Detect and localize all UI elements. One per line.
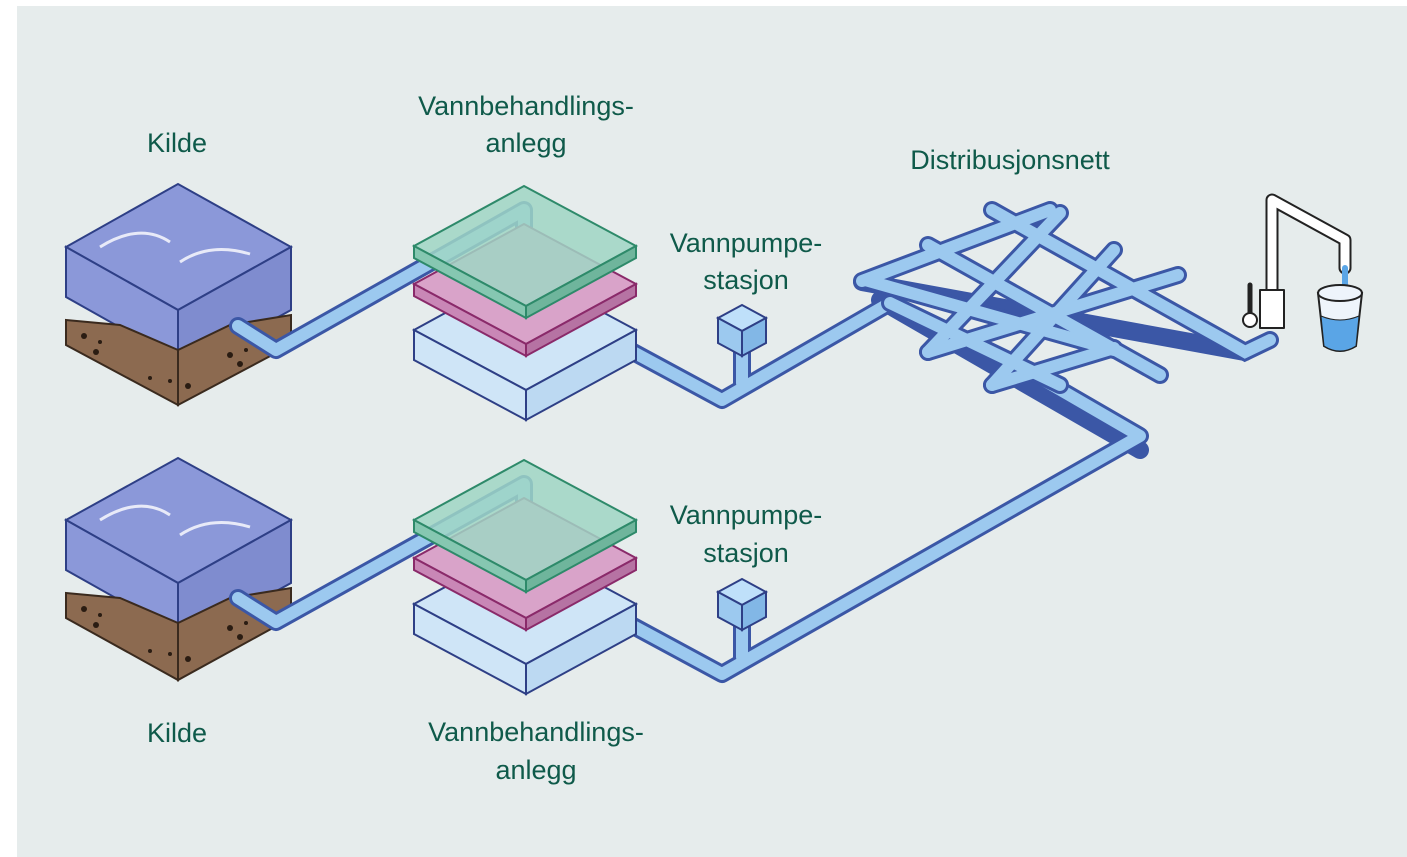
treatment-plant-icon	[411, 458, 639, 696]
pump-label-top-line2: stasjon	[703, 265, 789, 295]
treatment-label-bottom-line1: Vannbehandlings-	[428, 717, 644, 747]
treatment-label-top-line2: anlegg	[485, 128, 567, 158]
diagram-background	[17, 6, 1407, 857]
treatment-label-top-line1: Vannbehandlings-	[418, 91, 634, 121]
treatment-plant-icon	[411, 184, 639, 422]
pump-station-icon	[715, 577, 769, 632]
pump-label-bottom-line1: Vannpumpe-	[669, 500, 823, 530]
source-label-top: Kilde	[146, 128, 208, 158]
water-source-block-icon	[63, 456, 294, 682]
pump-label-bottom-line2: stasjon	[703, 538, 789, 568]
pump-label-top-line1: Vannpumpe-	[669, 228, 823, 258]
tap-icon	[1242, 193, 1352, 329]
water-source-block-icon	[63, 182, 294, 407]
source-label-bottom: Kilde	[146, 718, 208, 748]
treatment-label-bottom-line2: anlegg	[495, 755, 577, 785]
network-label: Distribusjonsnett	[910, 145, 1110, 175]
glass-icon	[1316, 284, 1364, 352]
pump-station-icon	[715, 303, 769, 358]
distribution-grid-icon	[853, 201, 1279, 394]
